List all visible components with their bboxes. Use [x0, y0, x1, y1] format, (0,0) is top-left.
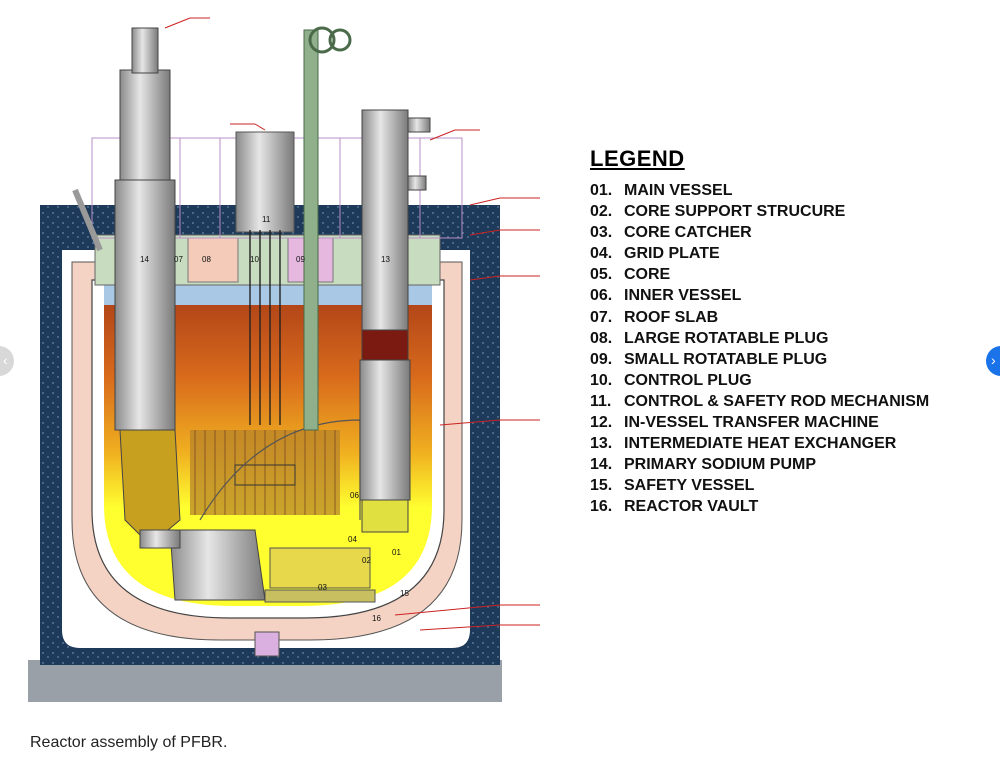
previous-slide-button[interactable]: ‹	[0, 346, 14, 376]
large-rotatable-plug	[187, 237, 239, 283]
tag-14: 14	[140, 255, 149, 264]
tag-06: 06	[350, 491, 359, 500]
vault-bottom-support	[254, 631, 280, 657]
legend-item: 14. PRIMARY SODIUM PUMP	[590, 454, 990, 475]
legend-item-number: 15.	[590, 477, 613, 495]
legend-item-number: 07.	[590, 308, 613, 326]
legend-item-label: INTERMEDIATE HEAT EXCHANGER	[624, 435, 897, 453]
legend-item-number: 05.	[590, 266, 613, 284]
intermediate-heat-exchanger	[361, 109, 409, 331]
legend-item-number: 12.	[590, 414, 613, 432]
tag-16: 16	[372, 614, 381, 623]
vent-pipe	[72, 188, 103, 252]
next-slide-button[interactable]: ›	[986, 346, 1000, 376]
tag-15: 15	[400, 589, 409, 598]
active-core-box	[234, 464, 296, 486]
legend-item-number: 13.	[590, 435, 613, 453]
grid-plate	[269, 547, 371, 589]
legend-item: 08. LARGE ROTATABLE PLUG	[590, 328, 990, 349]
legend-item-number: 06.	[590, 287, 613, 305]
legend: LEGEND 01. MAIN VESSEL 02. CORE SUPPORT STR…	[590, 146, 990, 518]
legend-item-number: 02.	[590, 203, 613, 221]
elevation-markers	[164, 17, 540, 631]
legend-item-number: 08.	[590, 329, 613, 347]
legend-item-number: 10.	[590, 371, 613, 389]
legend-item-label: ROOF SLAB	[624, 308, 719, 326]
legend-item-label: SAFETY VESSEL	[624, 477, 755, 495]
in-vessel-transfer-machine	[303, 29, 319, 431]
legend-item-label: IN-VESSEL TRANSFER MACHINE	[624, 414, 879, 432]
control-plug	[235, 131, 295, 233]
tag-09: 09	[296, 255, 305, 264]
legend-item-label: SMALL ROTATABLE PLUG	[624, 350, 828, 368]
legend-item: 05. CORE	[590, 264, 990, 285]
legend-item: 03. CORE CATCHER	[590, 222, 990, 243]
base-slab	[28, 660, 502, 702]
chevron-left-icon: ‹	[3, 352, 8, 368]
tag-11: 11	[262, 215, 271, 224]
legend-item: 16. REACTOR VAULT	[590, 496, 990, 517]
legend-item-label: LARGE ROTATABLE PLUG	[624, 329, 829, 347]
legend-item: 06. INNER VESSEL	[590, 285, 990, 306]
legend-item-label: REACTOR VAULT	[624, 498, 759, 516]
legend-item-number: 14.	[590, 456, 613, 474]
legend-item: 01. MAIN VESSEL	[590, 180, 990, 201]
tag-08: 08	[202, 255, 211, 264]
reactor-assembly-diagram: 14 07 08 10 11 09 13 06 04 02 01 03 15 1…	[28, 17, 540, 702]
legend-title: LEGEND	[590, 146, 685, 171]
pump-header	[169, 529, 266, 601]
legend-item: 11. CONTROL & SAFETY ROD MECHANISM	[590, 391, 990, 412]
legend-item-label: MAIN VESSEL	[624, 182, 733, 199]
legend-item-label: GRID PLATE	[624, 245, 720, 263]
tag-13: 13	[381, 255, 390, 264]
tag-01: 01	[392, 548, 401, 557]
core-catcher	[264, 589, 376, 603]
legend-item-label: CORE	[624, 266, 671, 284]
legend-item: 13. INTERMEDIATE HEAT EXCHANGER	[590, 433, 990, 454]
legend-item: 07. ROOF SLAB	[590, 307, 990, 328]
legend-item: 02. CORE SUPPORT STRUCURE	[590, 201, 990, 222]
chevron-right-icon: ›	[991, 352, 996, 368]
legend-item: 04. GRID PLATE	[590, 243, 990, 264]
legend-item-label: CORE SUPPORT STRUCURE	[624, 203, 846, 221]
legend-item-label: CONTROL & SAFETY ROD MECHANISM	[624, 392, 930, 410]
legend-item: 10. CONTROL PLUG	[590, 370, 990, 391]
legend-item-number: 11.	[590, 392, 612, 410]
legend-item-number: 03.	[590, 224, 613, 242]
legend-item: 15. SAFETY VESSEL	[590, 475, 990, 496]
legend-item-number: 09.	[590, 350, 613, 368]
legend-item-label: INNER VESSEL	[624, 287, 742, 305]
tag-03: 03	[318, 583, 327, 592]
figure-caption: Reactor assembly of PFBR.	[30, 734, 228, 751]
legend-item-number: 01.	[590, 182, 613, 199]
legend-item-label: CORE CATCHER	[624, 224, 752, 242]
legend-item-number: 16.	[590, 498, 613, 516]
legend-item-label: PRIMARY SODIUM PUMP	[624, 456, 817, 474]
legend-item-label: CONTROL PLUG	[624, 371, 752, 389]
tag-02: 02	[362, 556, 371, 565]
primary-sodium-pump	[119, 69, 171, 181]
inner-vessel	[199, 419, 361, 521]
cover-gas	[104, 285, 432, 305]
legend-item: 09. SMALL ROTATABLE PLUG	[590, 349, 990, 370]
component-tags: 14 07 08 10 11 09 13 06 04 02 01 03 15 1…	[140, 215, 409, 623]
legend-item: 12. IN-VESSEL TRANSFER MACHINE	[590, 412, 990, 433]
tag-04: 04	[348, 535, 357, 544]
legend-item-number: 04.	[590, 245, 613, 263]
tag-07: 07	[174, 255, 183, 264]
tag-10: 10	[250, 255, 259, 264]
control-rod-mechanism	[249, 230, 281, 425]
